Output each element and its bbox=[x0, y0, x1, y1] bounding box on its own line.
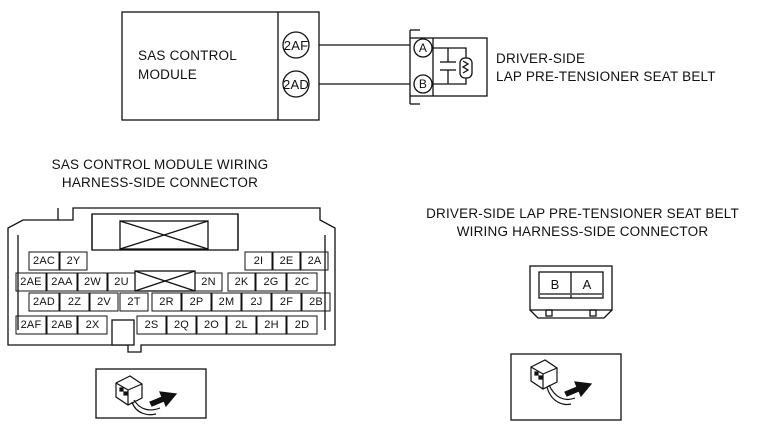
pin-2v: 2V bbox=[97, 296, 111, 308]
belt-box bbox=[409, 37, 488, 97]
belt-connector-title-line2: WIRING HARNESS-SIDE CONNECTOR bbox=[456, 224, 709, 239]
pin-2c: 2C bbox=[294, 276, 310, 288]
pin-2ab: 2AB bbox=[51, 319, 73, 331]
connector-probe-icon bbox=[530, 359, 593, 406]
pin-2e: 2E bbox=[279, 255, 294, 267]
pin-2ae: 2AE bbox=[20, 276, 42, 288]
sas-pin-grid bbox=[15, 251, 331, 335]
pin-2t: 2T bbox=[127, 296, 141, 308]
pin-2f: 2F bbox=[279, 296, 294, 308]
pin-2z: 2Z bbox=[67, 296, 82, 308]
terminal-2af-circle bbox=[282, 31, 310, 59]
pin-2p: 2P bbox=[189, 296, 204, 308]
terminal-a-label: A bbox=[418, 41, 428, 55]
terminal-2ad-label: 2AD bbox=[283, 77, 309, 92]
pin-2m: 2M bbox=[218, 296, 235, 308]
sas-connector-title-line2: HARNESS-SIDE CONNECTOR bbox=[61, 175, 259, 190]
pin-2l: 2L bbox=[235, 319, 248, 331]
pin-2g: 2G bbox=[263, 276, 279, 288]
pin-2ac: 2AC bbox=[33, 255, 55, 267]
pin-2af: 2AF bbox=[20, 319, 42, 331]
belt-name-line2: LAP PRE-TENSIONER SEAT BELT bbox=[496, 69, 716, 84]
pin-2aa: 2AA bbox=[51, 276, 73, 288]
terminal-2ad-circle bbox=[282, 70, 310, 98]
sas-connector-title-line1: SAS CONTROL MODULE WIRING bbox=[51, 157, 269, 172]
squib-resistor bbox=[459, 57, 473, 79]
pin-2x: 2X bbox=[85, 319, 100, 331]
sas-connector-outline bbox=[7, 207, 336, 353]
pin-2y: 2Y bbox=[66, 255, 81, 267]
terminal-b-label: B bbox=[418, 77, 428, 91]
pin-2j: 2J bbox=[250, 296, 263, 308]
pin-2ad: 2AD bbox=[33, 296, 55, 308]
pin-2k: 2K bbox=[234, 276, 249, 288]
pin-2d: 2D bbox=[294, 319, 310, 331]
belt-connector-outline bbox=[529, 265, 613, 319]
connector-probe-icon bbox=[115, 375, 178, 416]
belt-name-line1: DRIVER-SIDE bbox=[496, 51, 586, 66]
pin-2u: 2U bbox=[114, 276, 129, 288]
pin-2w: 2W bbox=[84, 276, 101, 288]
terminal-2af-label: 2AF bbox=[283, 38, 309, 53]
probe-frame-right bbox=[510, 353, 622, 421]
pin-2r: 2R bbox=[159, 296, 174, 308]
belt-connector-title-line1: DRIVER-SIDE LAP PRE-TENSIONER SEAT BELT bbox=[426, 206, 739, 221]
pin-2i: 2I bbox=[253, 255, 264, 267]
pin-2o: 2O bbox=[203, 319, 220, 331]
sas-module-box bbox=[121, 11, 320, 121]
pin-2n: 2N bbox=[201, 276, 216, 288]
belt-pin-b: B bbox=[550, 277, 560, 292]
module-name-line2: MODULE bbox=[138, 67, 197, 82]
pin-2h: 2H bbox=[264, 319, 279, 331]
belt-pin-a: A bbox=[582, 277, 592, 292]
pin-2s: 2S bbox=[144, 319, 159, 331]
pin-2b: 2B bbox=[309, 296, 323, 308]
pin-2a: 2A bbox=[307, 255, 322, 267]
probe-frame-left bbox=[95, 368, 207, 419]
module-name-line1: SAS CONTROL bbox=[138, 48, 237, 63]
pin-2q: 2Q bbox=[173, 319, 190, 331]
